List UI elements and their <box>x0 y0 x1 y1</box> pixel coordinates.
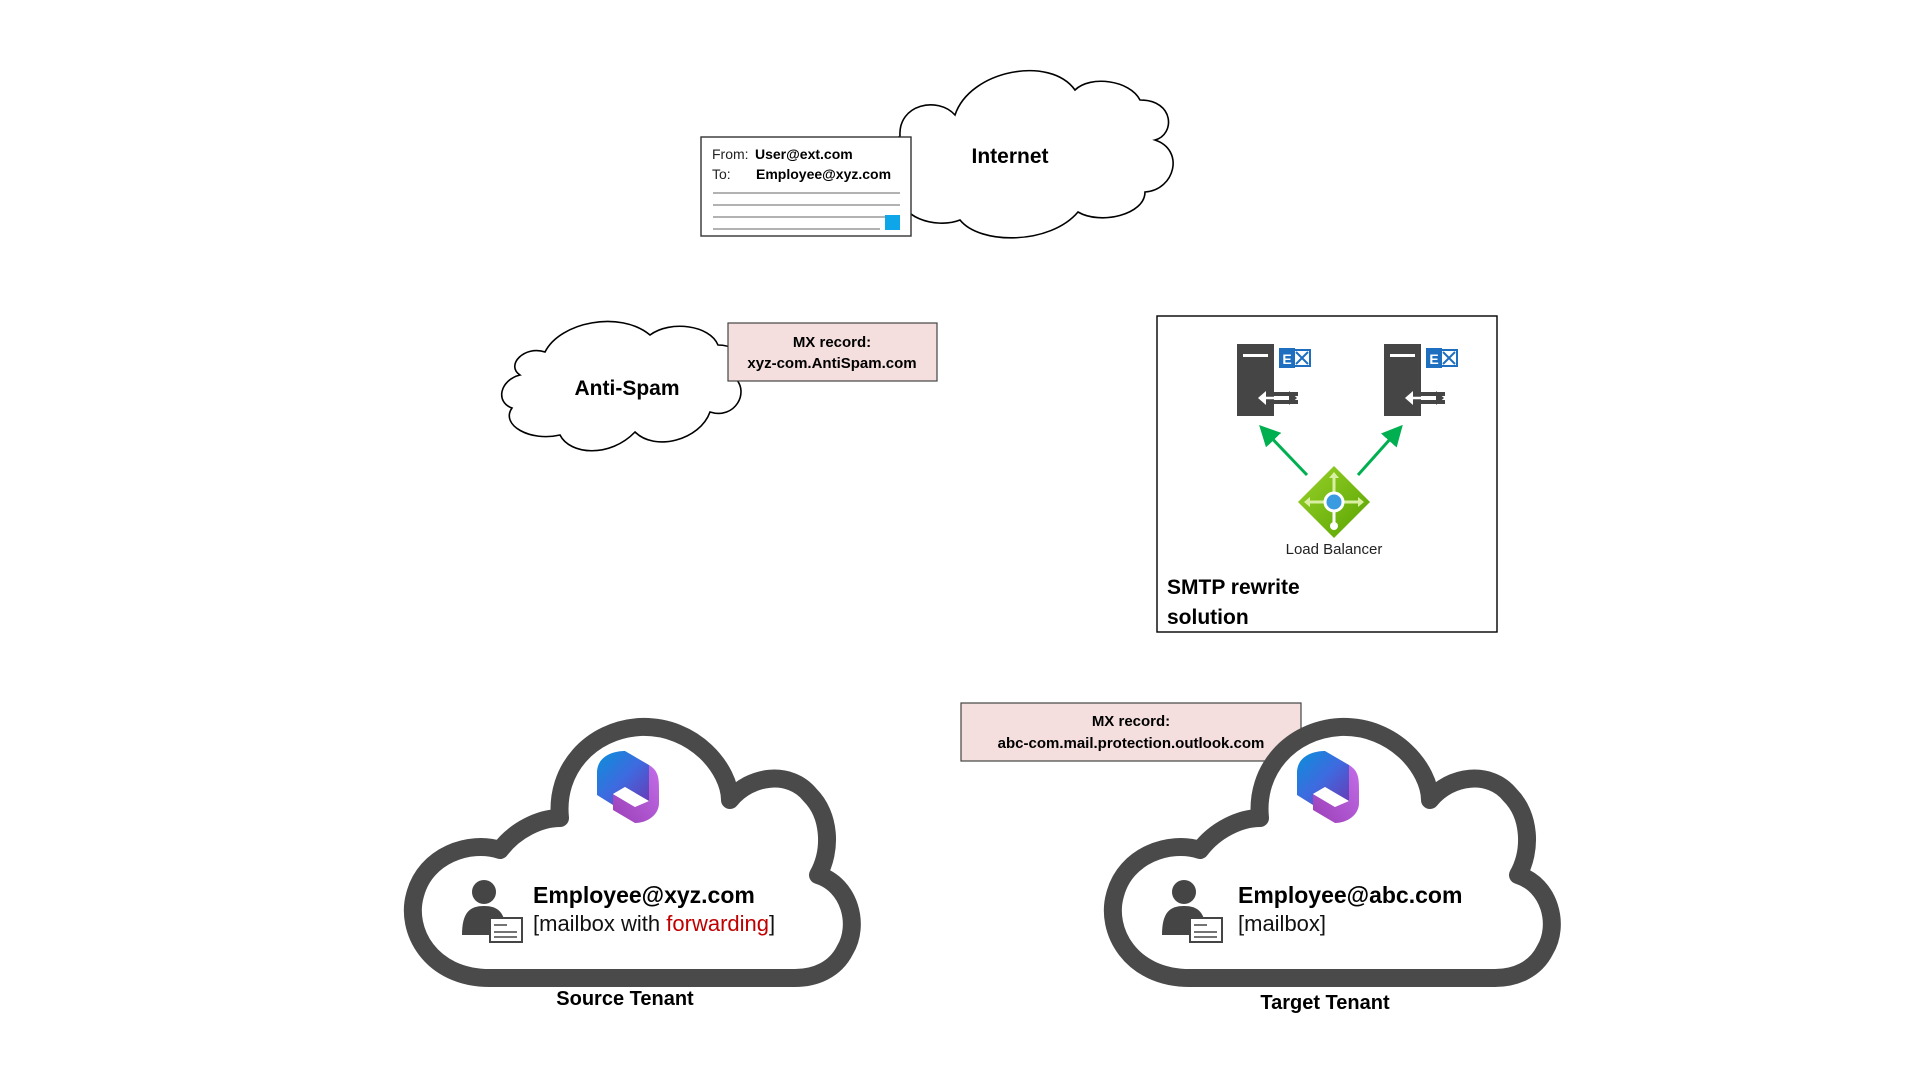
target-tenant: Employee@abc.com [mailbox] Target Tenant <box>1103 717 1561 1014</box>
load-balancer-label: Load Balancer <box>1286 541 1383 558</box>
source-mailbox-prefix: [mailbox with <box>533 911 666 936</box>
svg-text:E: E <box>1429 351 1438 367</box>
smtp-box-title-line2: solution <box>1167 606 1249 629</box>
anti-spam-cloud <box>500 320 745 452</box>
email-stamp-icon <box>885 215 900 230</box>
mailbox-user-icon <box>1162 880 1223 943</box>
smtp-box-title-line1: SMTP rewrite <box>1167 576 1300 599</box>
mailbox-user-icon <box>462 880 523 943</box>
source-mailbox-forwarding: forwarding <box>666 911 769 936</box>
anti-spam-label: Anti-Spam <box>575 377 680 400</box>
email-to-value: Employee@xyz.com <box>756 166 891 182</box>
source-tenant-cloud <box>403 717 861 987</box>
anti-spam-group: Anti-Spam MX record: xyz-com.AntiSpam.co… <box>500 320 938 452</box>
svg-text:E: E <box>1282 351 1291 367</box>
target-mailbox-address: Employee@abc.com <box>1238 882 1462 908</box>
source-mailbox-desc: [mailbox with forwarding] <box>533 911 775 936</box>
target-mx-value: abc-com.mail.protection.outlook.com <box>998 735 1265 752</box>
target-tenant-caption: Target Tenant <box>1260 992 1390 1014</box>
lb-arrow-right <box>1356 424 1403 476</box>
source-mailbox-suffix: ] <box>769 911 775 936</box>
anti-spam-mx-record: MX record: xyz-com.AntiSpam.com <box>727 322 938 382</box>
anti-spam-mx-value: xyz-com.AntiSpam.com <box>747 355 916 372</box>
email-message: From: User@ext.com To: Employee@xyz.com <box>700 136 912 237</box>
lb-arrow-left <box>1259 424 1309 477</box>
load-balancer-icon <box>1298 466 1370 538</box>
exchange-server-icon: E <box>1237 344 1311 416</box>
target-mx-record: MX record: abc-com.mail.protection.outlo… <box>960 702 1302 762</box>
smtp-rewrite-box: E E Load B <box>1156 315 1498 633</box>
internet-label: Internet <box>971 145 1048 168</box>
target-mx-title: MX record: <box>1092 713 1170 730</box>
source-tenant: Employee@xyz.com [mailbox with forwardin… <box>403 717 861 1010</box>
target-tenant-cloud <box>1103 717 1561 987</box>
email-from-label: From: <box>712 146 749 162</box>
internet-group: Internet From: User@ext.com To: Employee… <box>700 69 1174 239</box>
exchange-server-icon: E <box>1384 344 1458 416</box>
target-mailbox-desc: [mailbox] <box>1238 911 1326 936</box>
email-to-label: To: <box>712 166 731 182</box>
email-from-value: User@ext.com <box>755 146 853 162</box>
microsoft-365-icon <box>597 751 659 823</box>
internet-cloud <box>882 69 1174 239</box>
source-tenant-caption: Source Tenant <box>556 988 694 1010</box>
microsoft-365-icon <box>1297 751 1359 823</box>
anti-spam-mx-title: MX record: <box>793 334 871 351</box>
source-mailbox-address: Employee@xyz.com <box>533 882 755 908</box>
